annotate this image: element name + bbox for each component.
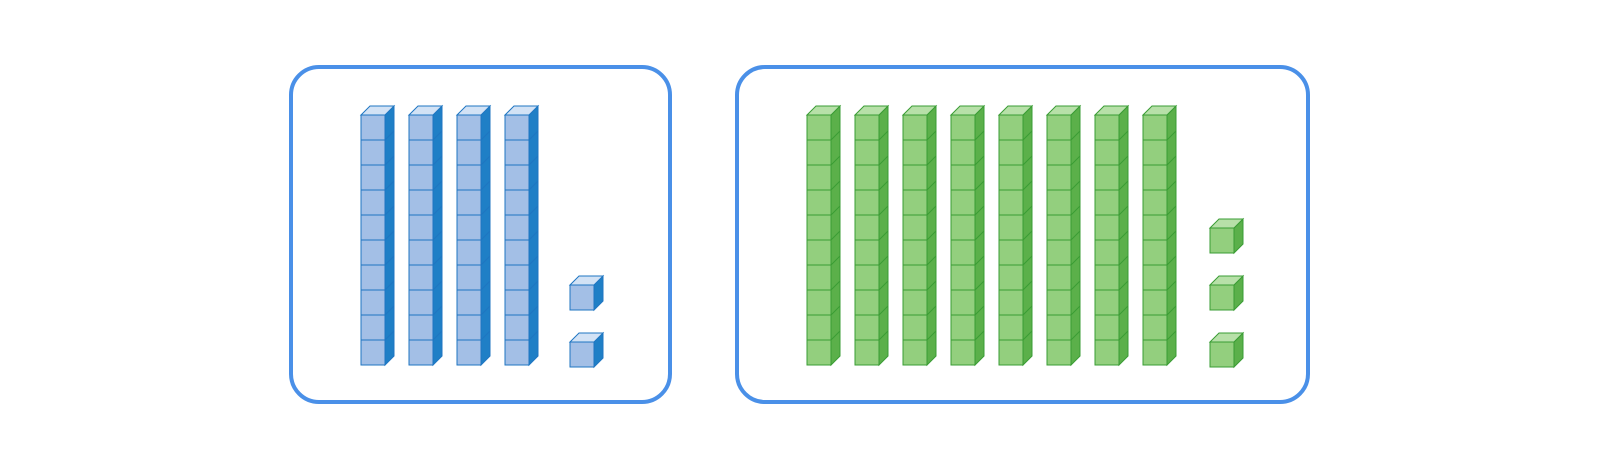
right-group-ten-rod-7 — [1093, 104, 1130, 367]
right-group-ten-rod-4 — [949, 104, 986, 367]
left-group-unit-cube-2 — [568, 331, 605, 369]
left-group-ten-rod-4 — [503, 104, 540, 367]
right-group-ten-rod-6 — [1045, 104, 1082, 367]
right-group-unit-cube-1 — [1208, 217, 1245, 255]
right-group-ten-rod-8 — [1141, 104, 1178, 367]
right-group-ten-rod-2 — [853, 104, 890, 367]
right-group-ten-rod-1 — [805, 104, 842, 367]
right-group-unit-cube-2 — [1208, 274, 1245, 312]
right-group-ten-rod-3 — [901, 104, 938, 367]
left-group-unit-cube-1 — [568, 274, 605, 312]
left-group-ten-rod-3 — [455, 104, 492, 367]
right-group-unit-cube-3 — [1208, 331, 1245, 369]
left-group-ten-rod-1 — [359, 104, 396, 367]
left-group-ten-rod-2 — [407, 104, 444, 367]
right-group-ten-rod-5 — [997, 104, 1034, 367]
